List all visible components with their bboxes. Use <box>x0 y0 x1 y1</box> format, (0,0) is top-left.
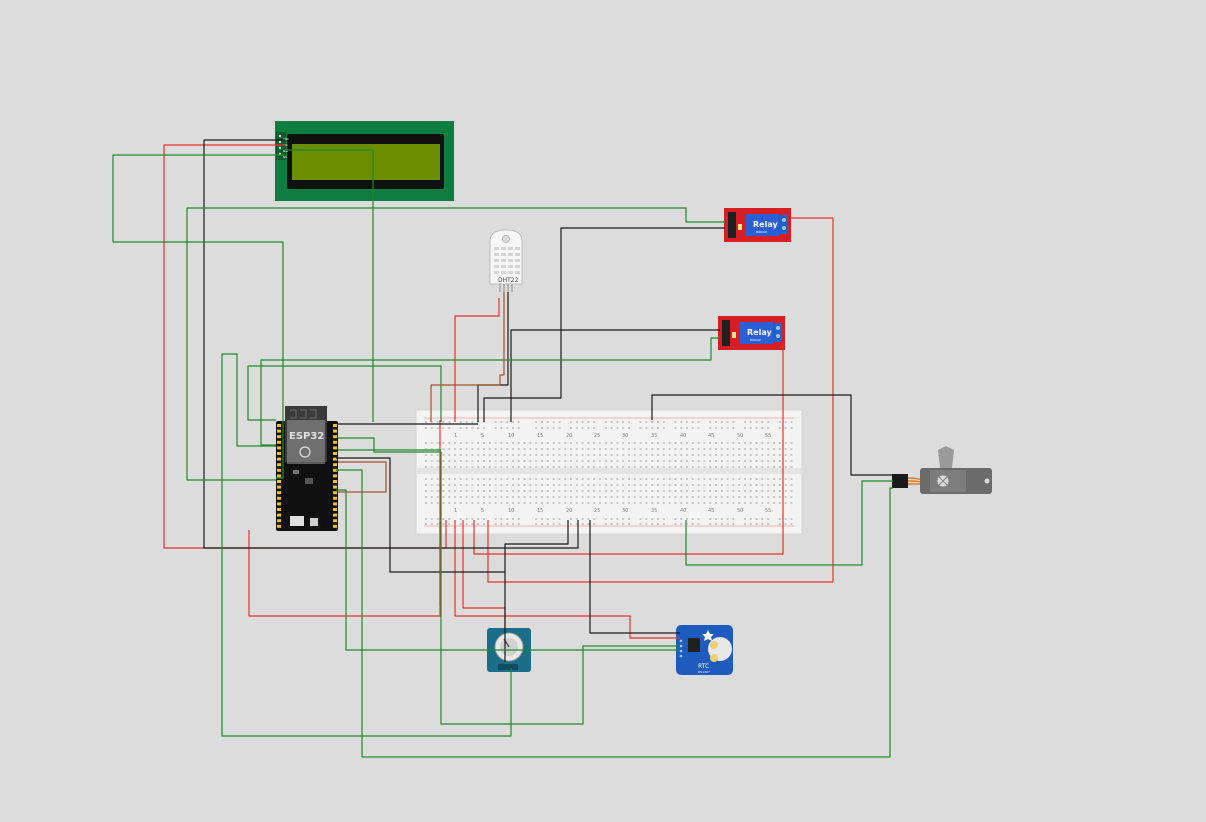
esp32-label: ESP32 <box>289 431 324 442</box>
dht22-vent-grid <box>494 247 520 274</box>
wire-brown[interactable] <box>338 461 387 493</box>
bb-col-label: 10 <box>508 508 514 514</box>
wire-black[interactable] <box>589 520 680 634</box>
bb-col-label: 20 <box>566 433 572 439</box>
lcd-pin-label: SDA <box>283 150 288 153</box>
wire-black[interactable] <box>510 329 720 422</box>
breadboard-top-column-labels: 1 5 10 15 20 25 30 35 40 45 50 55 <box>454 433 771 439</box>
wire-red[interactable] <box>462 520 506 630</box>
lcd-pin-label: GND <box>283 138 289 141</box>
bb-col-label: 50 <box>737 508 743 514</box>
lcd-display[interactable]: GND VCC SDA SCL <box>275 121 454 201</box>
rtc-module[interactable]: RTC DS1307 <box>676 625 733 675</box>
rtc-label: RTC <box>698 663 709 670</box>
wire-green[interactable] <box>247 365 442 422</box>
wire-green[interactable] <box>186 207 725 481</box>
rtc-sublabel: DS1307 <box>698 670 710 674</box>
wire-red[interactable] <box>454 298 500 422</box>
bb-col-label: 50 <box>737 433 743 439</box>
bb-col-label: 40 <box>680 508 686 514</box>
bb-col-label: 5 <box>481 508 484 514</box>
relay-1-label: Relay <box>753 220 778 229</box>
wire-green[interactable] <box>285 149 374 422</box>
relay-2-sublabel: MODULE <box>750 338 761 342</box>
esp32-pin-headers[interactable] <box>277 424 337 528</box>
lcd-pin-label: SCL <box>283 156 288 159</box>
esp32-board[interactable]: ESP32 <box>276 406 338 531</box>
servo-motor[interactable] <box>892 446 992 494</box>
bb-col-label: 1 <box>454 433 457 439</box>
wire-red[interactable] <box>248 420 441 617</box>
dht22-label: DHT22 <box>498 277 519 284</box>
bb-col-label: 20 <box>566 508 572 514</box>
bb-col-label: 35 <box>651 433 657 439</box>
wire-green[interactable] <box>336 489 680 651</box>
breadboard-bottom-column-labels: 1 5 10 15 20 25 30 35 40 45 50 55 <box>454 508 771 514</box>
bb-col-label: 40 <box>680 433 686 439</box>
wire-brown[interactable] <box>430 292 505 422</box>
relay-module-1[interactable]: Relay MODULE <box>724 208 791 242</box>
bb-col-label: 1 <box>454 508 457 514</box>
bb-col-label: 45 <box>708 508 714 514</box>
wire-black[interactable] <box>483 227 725 422</box>
bb-col-label: 15 <box>537 433 543 439</box>
wire-green[interactable] <box>260 337 720 446</box>
breadboard-holes[interactable] <box>425 421 793 525</box>
bb-col-label: 55 <box>765 508 771 514</box>
bb-col-label: 25 <box>594 433 600 439</box>
wire-green[interactable] <box>685 480 893 566</box>
wire-red[interactable] <box>473 344 785 555</box>
bb-col-label: 5 <box>481 433 484 439</box>
bb-col-label: 55 <box>765 433 771 439</box>
bb-col-label: 45 <box>708 433 714 439</box>
lcd-pin-label: VCC <box>283 144 288 147</box>
bb-col-label: 30 <box>622 433 628 439</box>
breadboard[interactable]: 1 5 10 15 20 25 30 35 40 45 50 55 1 5 10… <box>415 409 803 535</box>
wire-red[interactable] <box>454 520 680 639</box>
bb-col-label: 35 <box>651 508 657 514</box>
wire-black[interactable] <box>651 394 893 476</box>
bb-col-label: 30 <box>622 508 628 514</box>
wire-red[interactable] <box>487 217 834 583</box>
bb-col-label: 10 <box>508 433 514 439</box>
wire-green[interactable] <box>112 154 285 479</box>
wires[interactable] <box>112 139 893 758</box>
bb-col-label: 15 <box>537 508 543 514</box>
relay-1-sublabel: MODULE <box>756 230 767 234</box>
relay-2-label: Relay <box>747 328 772 337</box>
wire-green[interactable] <box>221 353 512 737</box>
relay-module-2[interactable]: Relay MODULE <box>718 316 785 350</box>
wire-green[interactable] <box>338 437 680 725</box>
wire-green[interactable] <box>336 469 893 758</box>
bb-col-label: 25 <box>594 508 600 514</box>
dht22-sensor[interactable]: DHT22 <box>489 229 523 292</box>
wire-black[interactable] <box>203 139 579 549</box>
